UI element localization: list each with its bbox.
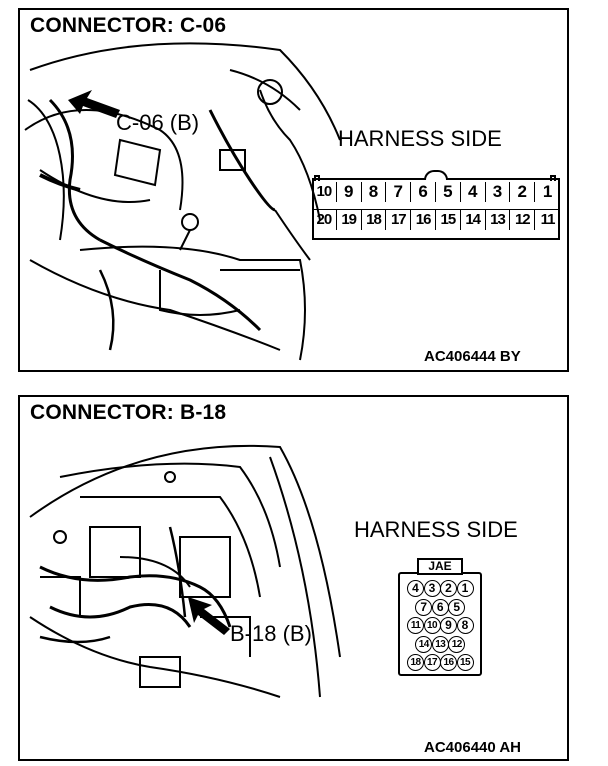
pin-cell: 15 bbox=[436, 210, 461, 230]
callout-label: B-18 (B) bbox=[230, 621, 312, 646]
pin-cell: 4 bbox=[461, 182, 486, 202]
pin-cell: 15 bbox=[456, 654, 474, 671]
pin-cell: 2 bbox=[510, 182, 536, 202]
engine-bay-illustration bbox=[29, 444, 341, 698]
pin-cell: 18 bbox=[407, 654, 424, 671]
pin-cell: 18 bbox=[362, 210, 387, 230]
callout-label: C-06 (B) bbox=[116, 110, 200, 135]
connector-label-box: JAE bbox=[417, 558, 463, 575]
figure-code: AC406440 AH bbox=[424, 739, 521, 756]
connector-latch bbox=[424, 170, 448, 180]
pin-cell: 17 bbox=[386, 210, 412, 230]
callout-arrow bbox=[68, 90, 120, 118]
pin-cell: 14 bbox=[461, 210, 486, 230]
pin-cell: 11 bbox=[540, 211, 556, 228]
pin-cell: 13 bbox=[431, 635, 449, 653]
pin-cell: 12 bbox=[510, 210, 536, 230]
pin-cell: 8 bbox=[362, 182, 387, 202]
pin-cell: 16 bbox=[440, 654, 457, 671]
harness-side-label: HARNESS SIDE bbox=[354, 517, 518, 542]
pin-cell: 6 bbox=[431, 598, 449, 616]
pin-cell: 10 bbox=[312, 182, 337, 202]
callout-arrow bbox=[188, 597, 230, 635]
pin-cell: 7 bbox=[386, 182, 412, 202]
pin-cell: 9 bbox=[337, 182, 362, 202]
pin-cell: 3 bbox=[486, 182, 511, 202]
pin-cell: 4 bbox=[407, 580, 424, 597]
pin-cell: 1 bbox=[542, 182, 553, 201]
vehicle-dashboard-illustration bbox=[24, 42, 341, 361]
connector-b18-panel: CONNECTOR: B-18 B-18 (B) HARNESS SIDE bbox=[18, 395, 569, 761]
connector-tab-left bbox=[314, 175, 320, 181]
pin-cell: 2 bbox=[440, 580, 457, 597]
pin-cell: 17 bbox=[423, 654, 441, 671]
pin-cell: 3 bbox=[423, 580, 441, 597]
figure-code: AC406444 BY bbox=[424, 348, 521, 365]
pin-cell: 19 bbox=[337, 210, 362, 230]
pin-cell: 20 bbox=[312, 210, 337, 230]
pin-cell: 13 bbox=[486, 210, 511, 230]
pin-cell: 10 bbox=[423, 617, 441, 634]
pin-cell: 6 bbox=[411, 182, 436, 202]
pin-cell: 12 bbox=[448, 635, 466, 653]
pin-cell: 11 bbox=[407, 617, 424, 634]
pin-cell: 7 bbox=[415, 598, 433, 616]
harness-side-label: HARNESS SIDE bbox=[338, 126, 502, 151]
pin-cell: 5 bbox=[436, 182, 461, 202]
pin-cell: 14 bbox=[415, 635, 433, 653]
panel-title: CONNECTOR: C-06 bbox=[30, 14, 227, 37]
panel-title: CONNECTOR: B-18 bbox=[30, 401, 227, 424]
pin-cell: 5 bbox=[448, 598, 466, 616]
pin-cell: 9 bbox=[440, 617, 457, 634]
pin-cell: 1 bbox=[456, 580, 474, 597]
connector-c06-panel: CONNECTOR: C-06 bbox=[18, 8, 569, 372]
pin-cell: 8 bbox=[456, 617, 474, 634]
connector-maker-label: JAE bbox=[428, 559, 452, 573]
connector-tab-right bbox=[550, 175, 556, 181]
pin-cell: 16 bbox=[411, 210, 436, 230]
